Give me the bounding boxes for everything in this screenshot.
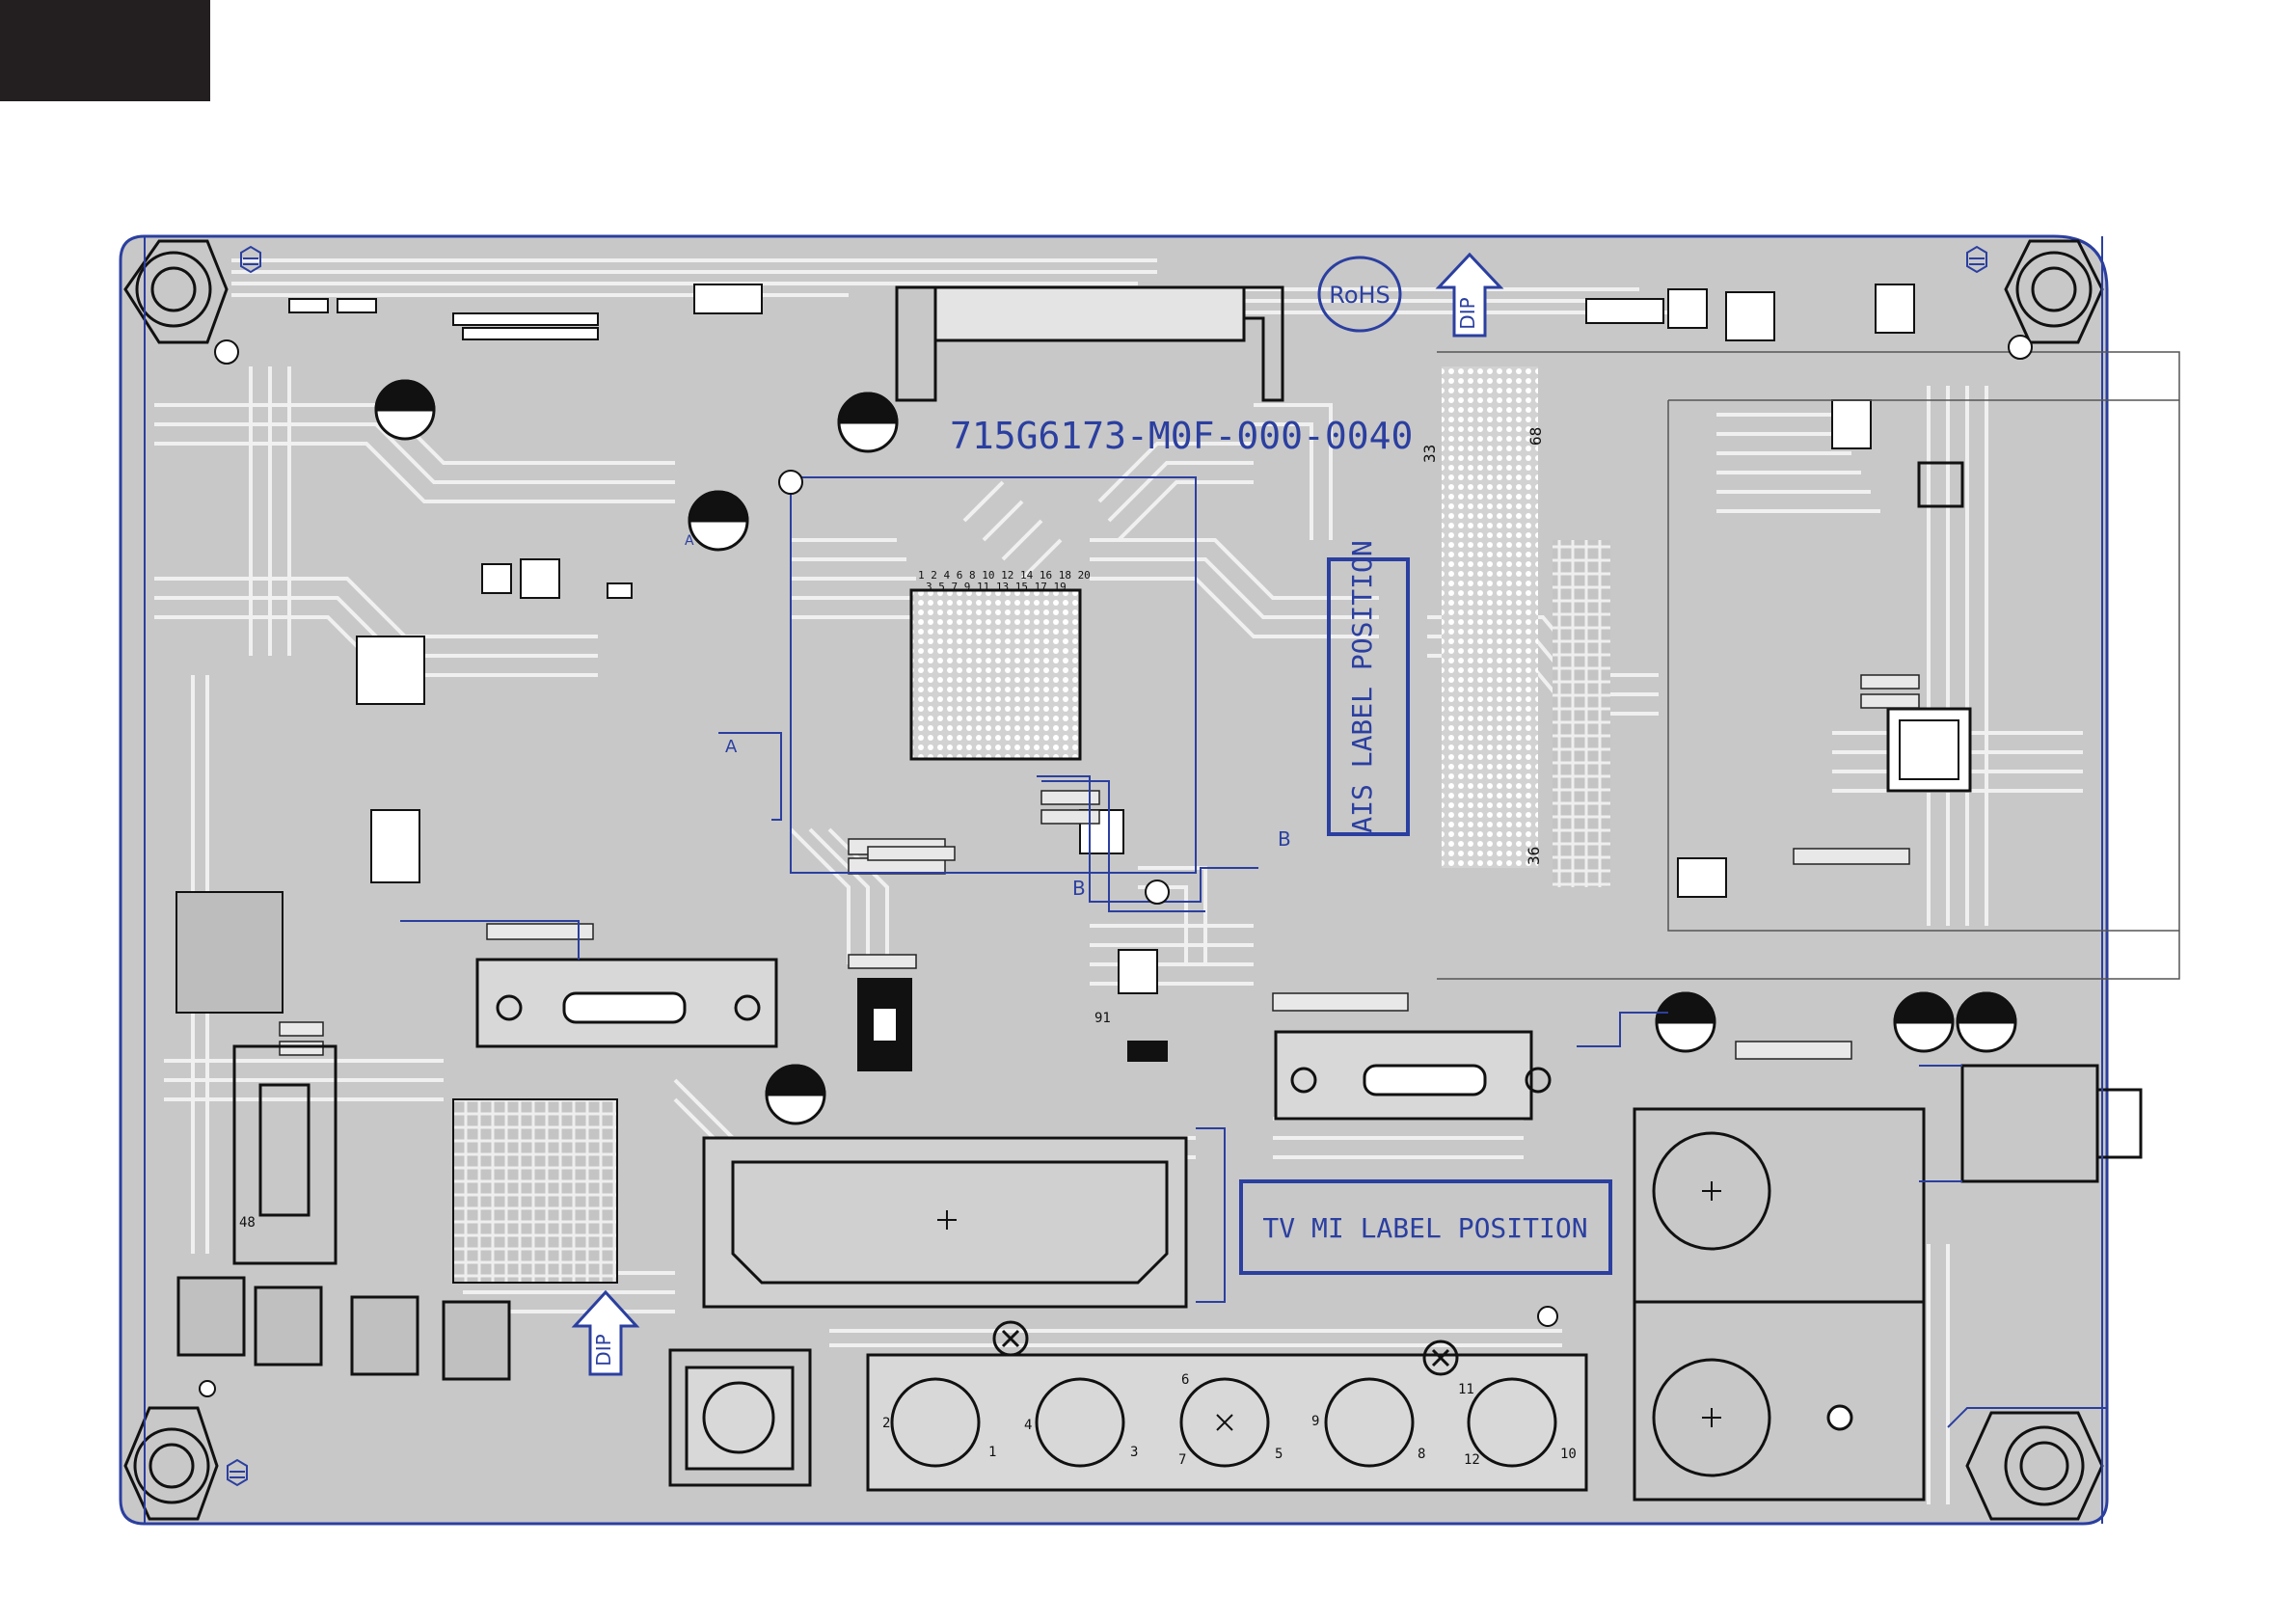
svg-text:6: 6 bbox=[1181, 1372, 1189, 1388]
ref-33: 33 bbox=[1420, 445, 1439, 463]
region-b-label: B bbox=[1072, 877, 1086, 900]
mounting-hole-icon bbox=[1967, 1413, 2102, 1519]
ref-91: 91 bbox=[1094, 1011, 1111, 1026]
ais-label-position: AIS LABEL POSITION bbox=[1346, 540, 1378, 832]
region-a-label: A bbox=[725, 737, 738, 757]
resistor-array bbox=[1553, 540, 1610, 887]
svg-text:5: 5 bbox=[1275, 1447, 1283, 1462]
scart-connector bbox=[704, 1138, 1186, 1307]
tuner-shield bbox=[453, 1099, 617, 1283]
svg-text:8: 8 bbox=[1418, 1447, 1425, 1462]
tvm-label-position: TV MI LABEL POSITION bbox=[1262, 1212, 1587, 1244]
svg-text:10: 10 bbox=[1560, 1447, 1577, 1462]
svg-text:2: 2 bbox=[882, 1416, 890, 1431]
pin-row-bottom: 3 5 7 9 11 13 15 17 19 bbox=[926, 581, 1067, 593]
region-b-label-right: B bbox=[1278, 827, 1291, 851]
rohs-mark: RoHS bbox=[1329, 282, 1391, 309]
svg-text:4: 4 bbox=[1024, 1418, 1032, 1433]
part-number-label: 715G6173-M0F-000-0040 bbox=[950, 415, 1413, 457]
svg-text:7: 7 bbox=[1178, 1452, 1186, 1468]
chip-icon bbox=[911, 590, 1080, 759]
dip-mark-bottom: DIP bbox=[592, 1334, 615, 1366]
svg-text:11: 11 bbox=[1458, 1382, 1474, 1397]
ref-48: 48 bbox=[239, 1215, 256, 1231]
inductor bbox=[176, 892, 283, 1013]
ref-36: 36 bbox=[1525, 847, 1543, 865]
hdmi-connector-icon bbox=[477, 960, 776, 1046]
ref-68: 68 bbox=[1526, 427, 1545, 446]
svg-text:3: 3 bbox=[1130, 1445, 1138, 1460]
chip-icon bbox=[1888, 709, 1970, 791]
switch-block bbox=[670, 1350, 810, 1485]
svg-text:12: 12 bbox=[1464, 1452, 1480, 1468]
region-a-label-small: A bbox=[685, 533, 694, 549]
hdmi-connector-icon bbox=[1276, 1032, 1550, 1119]
dip-mark-top: DIP bbox=[1456, 297, 1479, 329]
bga-memory bbox=[1442, 366, 1538, 868]
svg-text:9: 9 bbox=[1311, 1414, 1319, 1429]
svg-text:1: 1 bbox=[988, 1445, 996, 1460]
